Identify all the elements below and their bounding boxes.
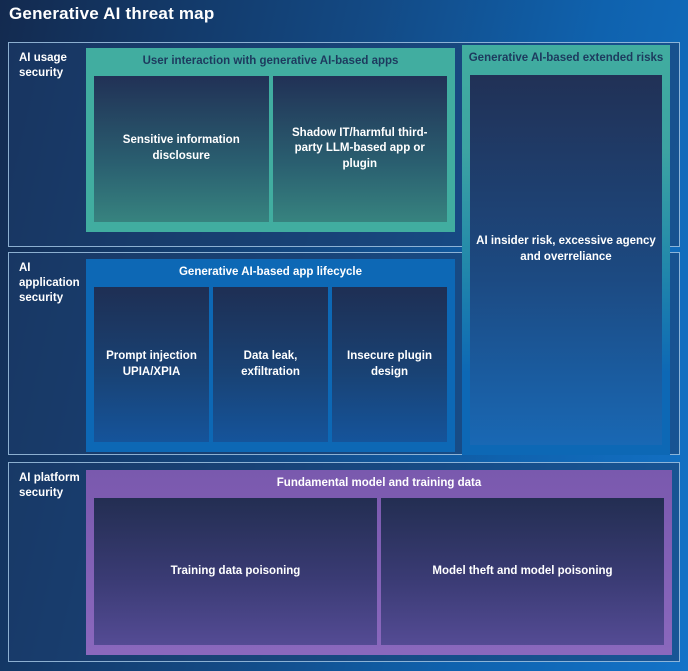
threat-card-ai-insider-risk: AI insider risk, excessive agency and ov… (470, 75, 662, 445)
threat-card-model-theft-model-poisoning: Model theft and model poisoning (381, 498, 664, 645)
group-app-lifecycle-cards: Prompt injection UPIA/XPIA Data leak, ex… (94, 287, 447, 442)
group-fundamental-model: Fundamental model and training data Trai… (86, 470, 672, 655)
group-extended-risks-cards: AI insider risk, excessive agency and ov… (470, 75, 662, 445)
threat-card-training-data-poisoning: Training data poisoning (94, 498, 377, 645)
group-app-lifecycle: Generative AI-based app lifecycle Prompt… (86, 259, 455, 452)
row-label-ai-platform-security: AI platform security (19, 472, 80, 499)
row-label-ai-usage-security: AI usage security (19, 52, 67, 79)
group-user-interaction-title: User interaction with generative AI-base… (142, 55, 399, 67)
group-fundamental-model-cards: Training data poisoning Model theft and … (94, 498, 664, 645)
group-user-interaction-cards: Sensitive information disclosure Shadow … (94, 76, 447, 222)
group-user-interaction: User interaction with generative AI-base… (86, 48, 455, 232)
group-extended-risks: Generative AI-based extended risks AI in… (462, 45, 670, 455)
group-fundamental-model-title: Fundamental model and training data (276, 477, 482, 489)
page-title: Generative AI threat map (9, 4, 215, 23)
group-app-lifecycle-title: Generative AI-based app lifecycle (178, 266, 362, 278)
threat-card-insecure-plugin-design: Insecure plugin design (332, 287, 447, 442)
threat-card-sensitive-information-disclosure: Sensitive information disclosure (94, 76, 269, 222)
threat-card-shadow-it-harmful-third-party: Shadow IT/harmful third-party LLM-based … (272, 76, 447, 222)
group-extended-risks-title: Generative AI-based extended risks (468, 52, 664, 64)
threat-card-prompt-injection: Prompt injection UPIA/XPIA (94, 287, 209, 442)
row-label-ai-application-security: AI application security (19, 262, 80, 304)
threat-card-data-leak-exfiltration: Data leak, exfiltration (213, 287, 328, 442)
